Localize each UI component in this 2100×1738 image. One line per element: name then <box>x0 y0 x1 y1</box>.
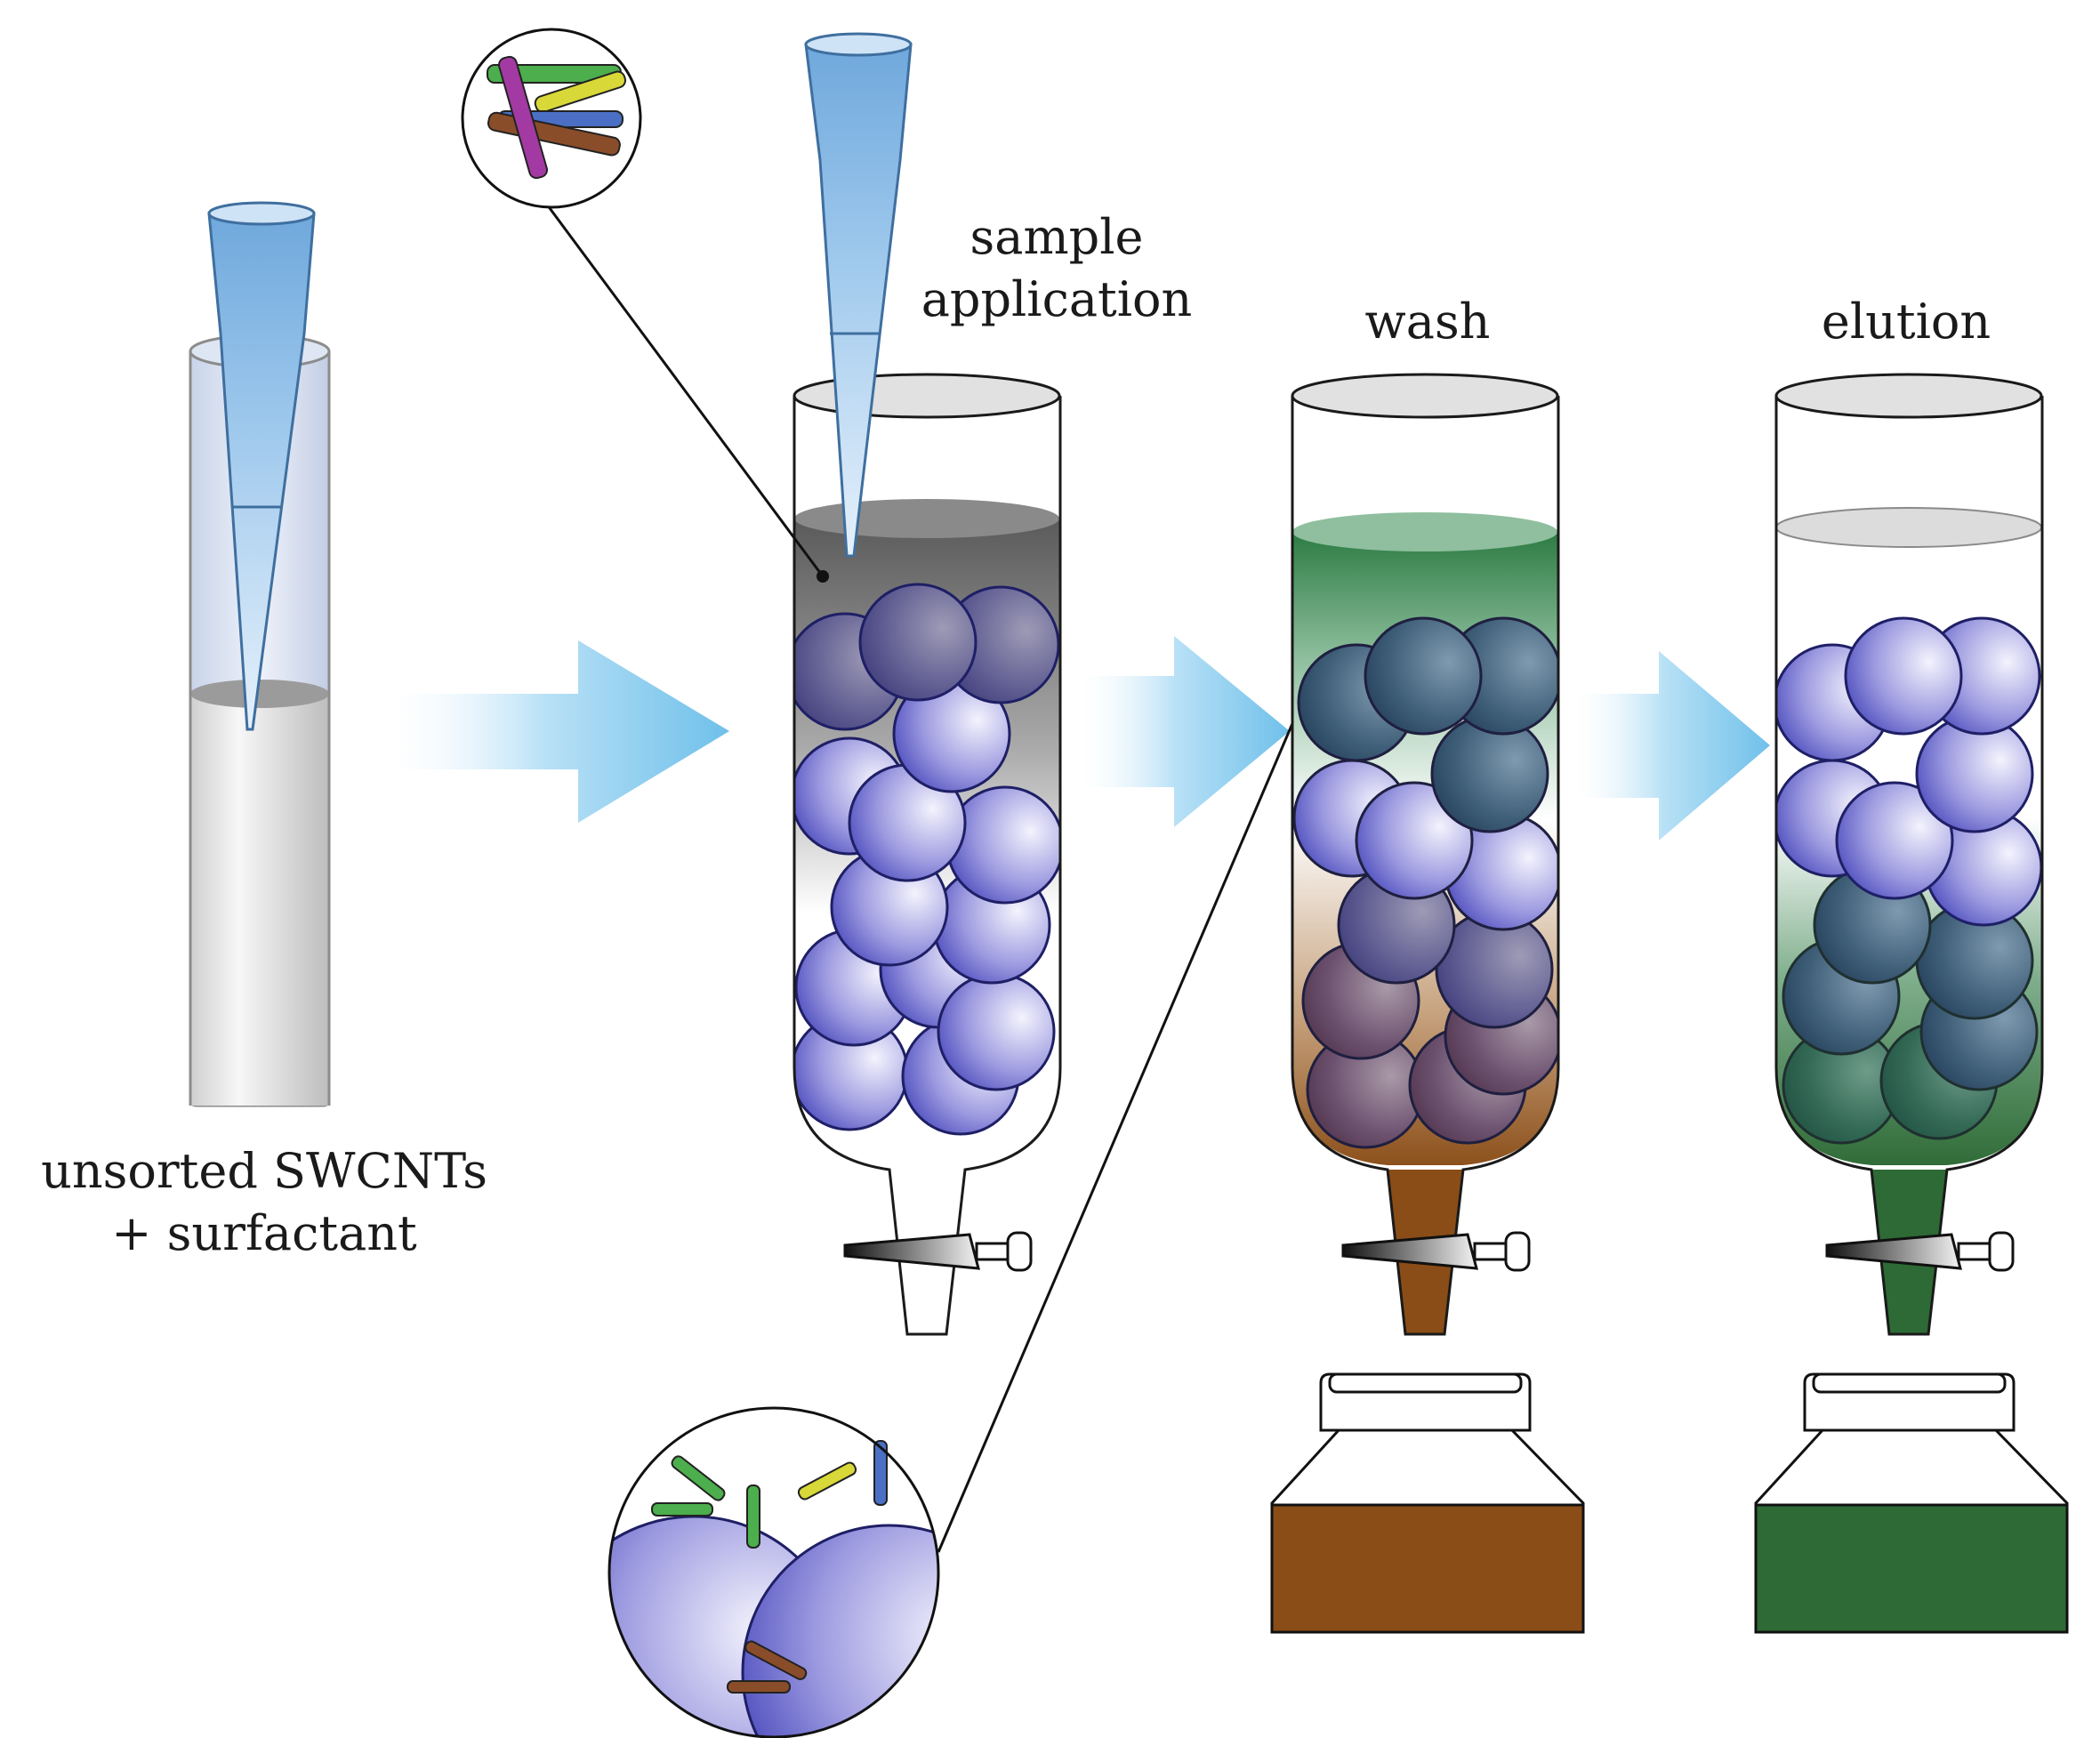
wash-label: wash <box>1365 294 1491 350</box>
pipette-tip-icon <box>804 32 913 558</box>
bead-stack <box>1776 616 2042 1145</box>
unsorted-label-line1: unsorted SWCNTs <box>41 1143 487 1199</box>
bead-stack <box>794 583 1060 1136</box>
zoom-inset-bead-adsorption <box>607 666 1320 1738</box>
sample-tube <box>189 201 331 1107</box>
sample-label-line2: application <box>921 271 1193 327</box>
process-arrow-icon <box>1081 636 1290 827</box>
stopcock-icon <box>1825 1231 2015 1272</box>
sample-label-line1: sample <box>970 209 1144 265</box>
pipette-tip-icon <box>207 201 316 731</box>
elution-label: elution <box>1822 294 1991 350</box>
column-sample-application <box>793 32 1062 1336</box>
column-elution <box>1754 373 2069 1634</box>
collection-bottle <box>1270 1372 1585 1634</box>
stopcock-icon <box>1341 1231 1531 1272</box>
unsorted-label-line2: + surfactant <box>111 1205 417 1261</box>
collection-bottle <box>1754 1372 2069 1634</box>
process-arrow-icon <box>391 640 729 823</box>
bead-stack <box>1292 616 1558 1149</box>
process-arrow-icon <box>1574 651 1770 841</box>
stopcock-icon <box>843 1231 1033 1272</box>
zoom-inset-mixed-swcnts <box>461 28 829 583</box>
column-wash <box>1270 373 1585 1634</box>
